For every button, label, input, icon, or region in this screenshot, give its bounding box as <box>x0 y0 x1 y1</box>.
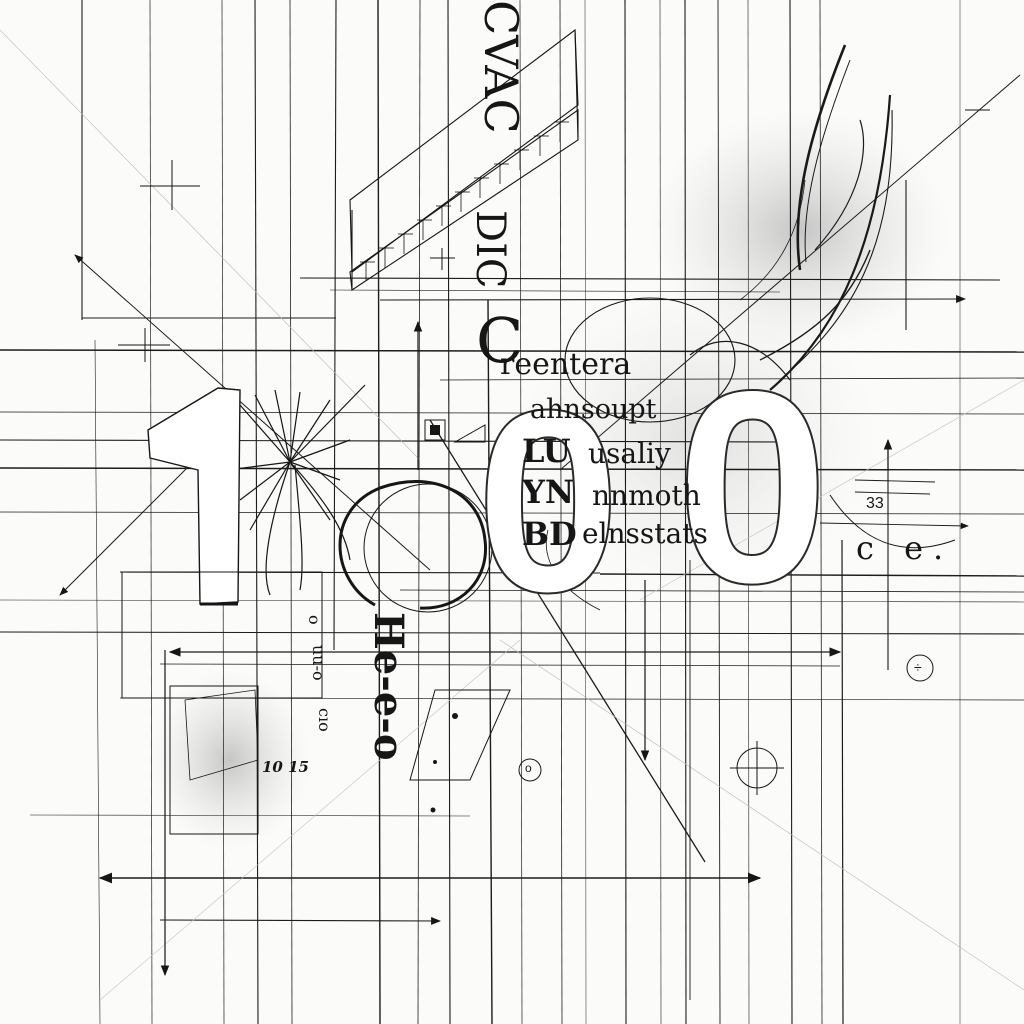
bracket-glyph: C <box>476 304 524 377</box>
horizontal-guides <box>0 277 1024 925</box>
vertical-letters-top: CVAC <box>474 0 528 134</box>
starburst-sketch <box>227 384 366 596</box>
numeral-zero-right: 0 <box>675 334 830 641</box>
circle-targets <box>518 494 956 795</box>
stack-line-5-prefix: BD <box>522 515 577 553</box>
shading-smudge <box>520 280 880 600</box>
ink-dots <box>430 713 458 813</box>
vertical-letters-bottom: He-e-o <box>365 612 412 761</box>
frame-rectangles <box>121 571 511 835</box>
stack-line-3-word: usaliy <box>588 437 671 470</box>
stack-line-2: ahnsoupt <box>530 394 657 425</box>
side-note-1: uu-o <box>309 645 328 681</box>
circle-sketch <box>338 297 736 613</box>
stack-line-3-prefix: LU <box>522 432 571 470</box>
circle-mark-2: ÷ <box>914 659 922 675</box>
box-number: 10 15 <box>262 758 309 776</box>
crosshair-marks <box>118 109 990 362</box>
staircase-sketch <box>349 28 579 291</box>
marker-squares <box>424 419 486 443</box>
stack-line-4-word: nnmoth <box>592 479 701 512</box>
diagonal-guides <box>0 29 1024 1001</box>
numeral-zero-left: 0 <box>475 357 622 647</box>
vertical-guides <box>81 0 961 1024</box>
stack-line-1: reentera <box>500 347 632 382</box>
side-note-2: o <box>305 615 324 625</box>
feather-sketch <box>689 44 893 391</box>
shading-smudge <box>150 670 310 850</box>
stack-line-5-word: elnsstats <box>582 517 708 550</box>
circle-mark-1: o <box>525 761 532 775</box>
side-note-3: cıo <box>315 708 334 732</box>
right-number: 33 <box>866 495 884 512</box>
stack-line-4-prefix: YN <box>522 473 575 511</box>
vertical-arrows <box>160 320 893 1000</box>
right-letters: c e. <box>856 529 954 567</box>
vertical-letters-mid: DIC <box>467 210 513 289</box>
